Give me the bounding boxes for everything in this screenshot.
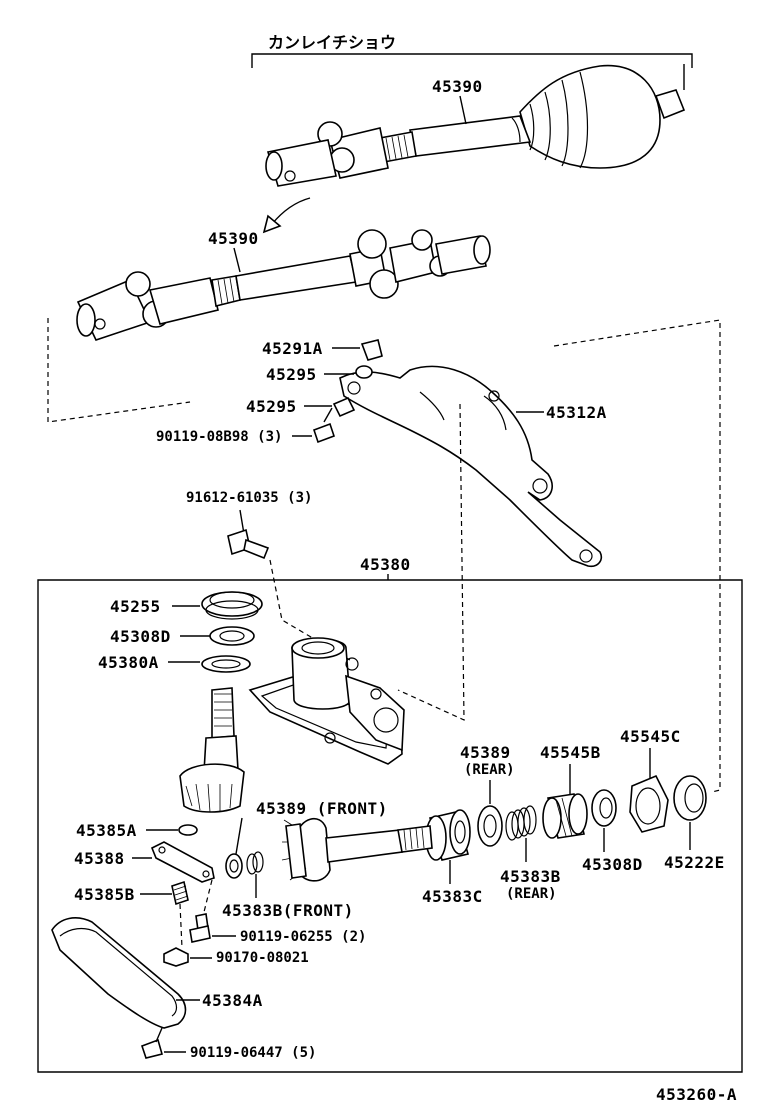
label-bolt-90119-06255: 90119-06255 (2) — [240, 929, 366, 945]
part-45383C — [425, 809, 471, 861]
arrow-head — [262, 214, 282, 234]
header-bracket — [251, 53, 693, 68]
part-45385B — [171, 880, 189, 906]
label-45383B-rear: 45383B — [500, 867, 561, 886]
part-45388 — [150, 841, 215, 883]
label-rear-2: (REAR) — [506, 886, 557, 902]
label-45389-rear: 45389 — [460, 743, 511, 762]
part-45308D-bottom — [591, 789, 617, 827]
part-gear-housing — [248, 637, 405, 765]
part-45308D-top — [209, 626, 255, 646]
part-45383B-rear — [505, 805, 537, 841]
part-45295-a — [355, 365, 373, 379]
part-45545B — [542, 793, 588, 839]
label-45389-front: 45389 (FRONT) — [256, 799, 388, 818]
assembly-box — [37, 579, 743, 1073]
part-45385A — [178, 824, 198, 836]
label-bolt-90119-08B98: 90119-08B98 (3) — [156, 429, 282, 445]
part-45383B-front — [246, 851, 264, 875]
label-bolt-91612-61035: 91612-61035 (3) — [186, 490, 312, 506]
leader-45390-bottom — [233, 247, 241, 273]
label-45312A: 45312A — [546, 403, 607, 422]
part-45295-b — [332, 396, 356, 418]
label-45380A: 45380A — [98, 653, 159, 672]
label-45222E: 45222E — [664, 853, 725, 872]
part-bolt-90119-08B98 — [312, 422, 336, 444]
part-45255 — [201, 591, 263, 620]
part-45389-front — [225, 853, 243, 879]
label-45390-top: 45390 — [432, 77, 483, 96]
label-45545C: 45545C — [620, 727, 681, 746]
label-45388: 45388 — [74, 849, 125, 868]
label-45384A: 45384A — [202, 991, 263, 1010]
label-45308D-top: 45308D — [110, 627, 171, 646]
part-nut-90170-08021 — [163, 947, 189, 967]
part-45389-rear — [477, 805, 503, 847]
guide-right — [553, 319, 721, 793]
label-45385A: 45385A — [76, 821, 137, 840]
lower-steering-shaft — [76, 229, 491, 341]
label-45255: 45255 — [110, 597, 161, 616]
label-rear-1: (REAR) — [464, 762, 515, 778]
part-bolt-90119-06255 — [189, 913, 211, 943]
label-45390-bottom: 45390 — [208, 229, 259, 248]
label-bolt-90119-06447: 90119-06447 (5) — [190, 1045, 316, 1061]
part-45384A — [51, 917, 187, 1029]
diagram-code: 453260-A — [656, 1085, 737, 1104]
label-45380: 45380 — [360, 555, 411, 574]
part-45380A — [201, 655, 251, 673]
label-45545B: 45545B — [540, 743, 601, 762]
label-45308D-bottom: 45308D — [582, 855, 643, 874]
label-45295-b: 45295 — [246, 397, 297, 416]
header-title: カンレイチショウ — [268, 33, 396, 52]
part-45291A — [360, 339, 383, 361]
part-45545C — [629, 774, 669, 833]
label-nut-90170-08021: 90170-08021 — [216, 950, 309, 966]
arm-45312A — [339, 365, 603, 568]
part-sector-shaft — [281, 817, 433, 882]
arrow-curve — [271, 197, 311, 225]
part-45222E — [673, 775, 707, 821]
leader-45390-top — [459, 95, 467, 125]
label-45383C: 45383C — [422, 887, 483, 906]
label-45295-a: 45295 — [266, 365, 317, 384]
label-45291A: 45291A — [262, 339, 323, 358]
label-45385B: 45385B — [74, 885, 135, 904]
label-45383B-front: 45383B(FRONT) — [222, 901, 354, 920]
part-bolt-90119-06447 — [140, 1027, 163, 1059]
part-pinion-shaft — [179, 687, 245, 813]
upper-steering-shaft — [265, 64, 686, 187]
guide-left — [47, 318, 191, 423]
